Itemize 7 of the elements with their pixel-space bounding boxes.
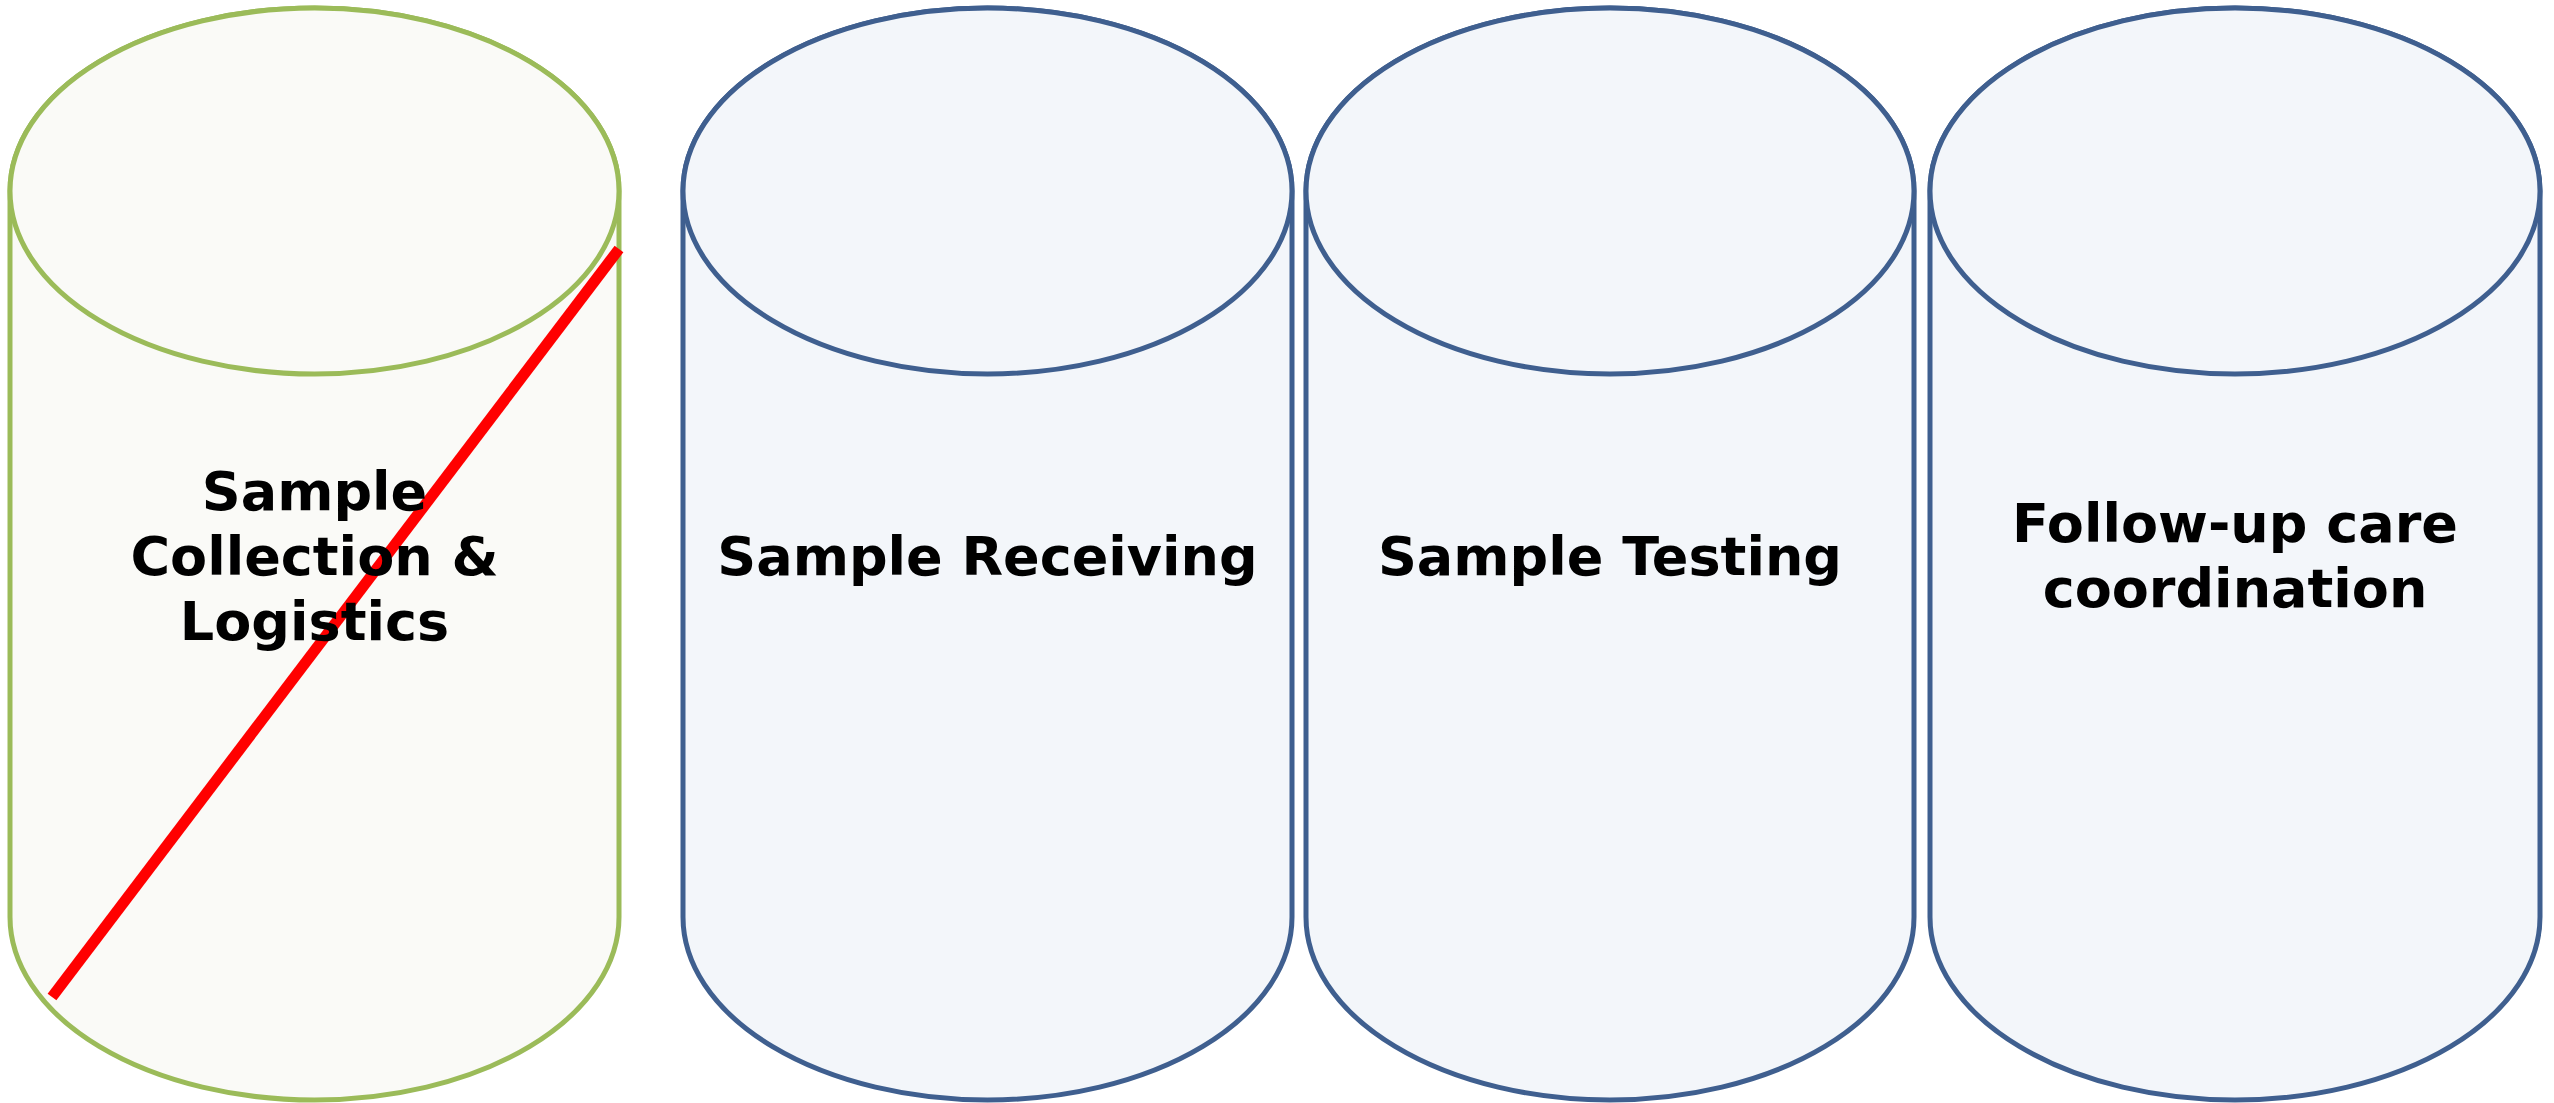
cylinder-label: Sample Receiving <box>716 524 1259 590</box>
cylinder <box>683 8 1292 1100</box>
cylinder <box>1306 8 1914 1100</box>
cylinder-label: Sample Testing <box>1376 524 1843 590</box>
cylinder <box>10 8 619 1100</box>
cylinder-label: Follow-up care coordination <box>2011 492 2459 622</box>
cylinder <box>1930 8 2540 1100</box>
